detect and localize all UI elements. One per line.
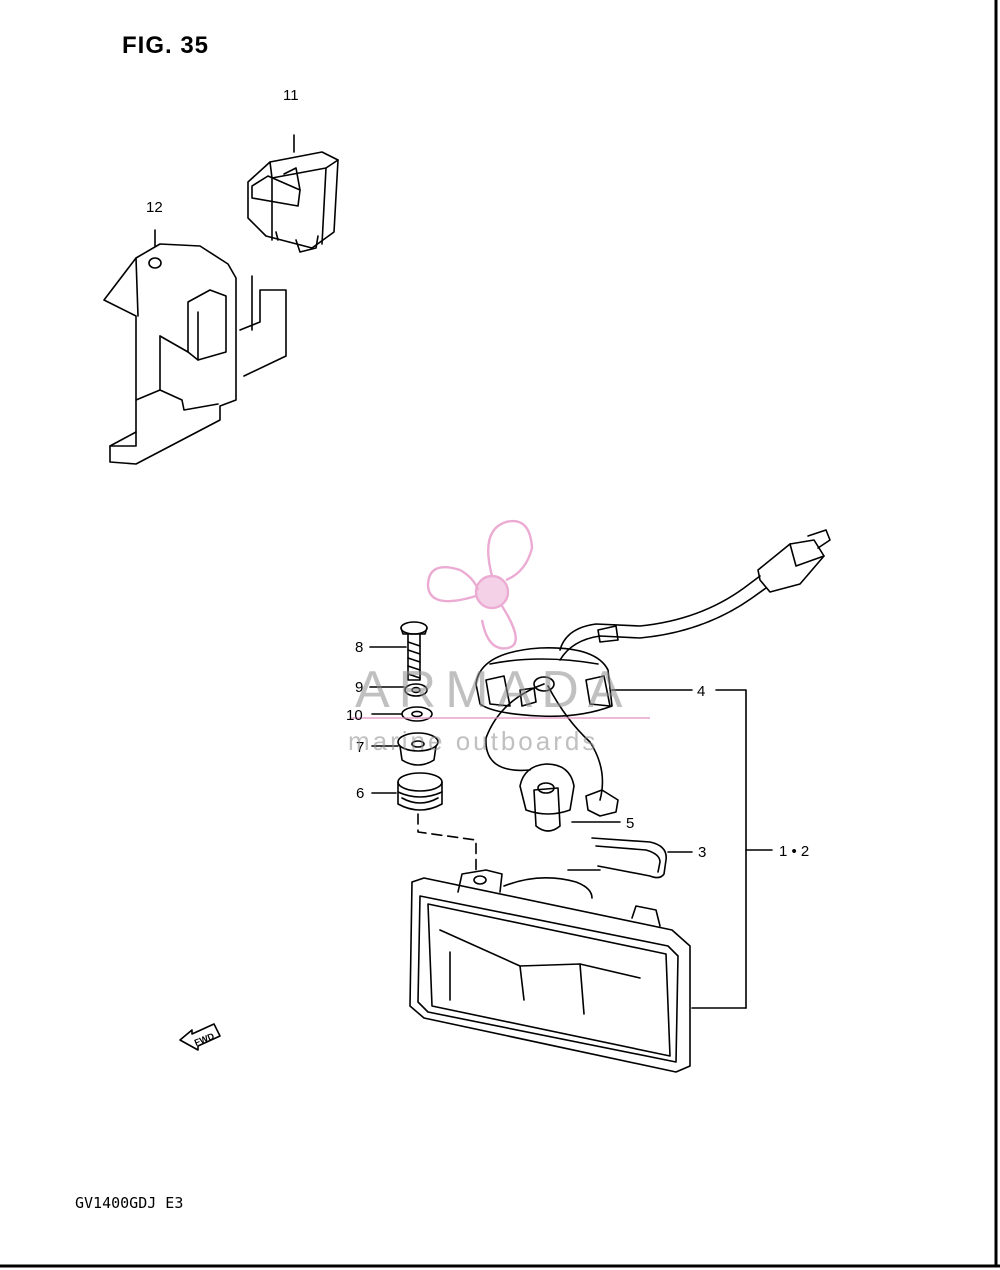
group-bracket-line	[715, 689, 747, 1009]
collar-part-7	[371, 732, 439, 766]
bulb-part-5	[519, 763, 621, 832]
fwd-label: FWD	[193, 1031, 216, 1048]
callout-9: 9	[355, 679, 363, 696]
model-code: GV1400GDJ E3	[75, 1194, 184, 1212]
figure-title: FIG. 35	[122, 32, 210, 59]
watermark-tagline: marine outboards	[348, 726, 599, 756]
callout-4: 4	[697, 683, 705, 700]
callout-12: 12	[146, 199, 163, 216]
callout-7: 7	[356, 739, 364, 756]
washer-part-10	[371, 706, 433, 722]
socket-harness-part-4	[475, 529, 831, 801]
relay-unit-part-11	[247, 134, 339, 253]
watermark-propeller-icon	[426, 519, 534, 650]
grommet-part-6	[371, 772, 477, 873]
bracket-part-12	[103, 229, 287, 465]
callout-3: 3	[698, 844, 706, 861]
callout-1-2: 1 • 2	[779, 843, 809, 860]
callout-11: 11	[283, 87, 299, 104]
spring-clip-part-3	[591, 837, 693, 879]
callout-5: 5	[626, 815, 634, 832]
callout-10: 10	[346, 707, 363, 724]
callout-6: 6	[356, 785, 364, 802]
headlight-assembly-part-1-2	[409, 869, 747, 1073]
screw-part-8	[369, 621, 428, 681]
watermark-brand: ARMADA	[355, 661, 632, 719]
callout-8: 8	[355, 639, 363, 656]
washer-part-9	[369, 683, 428, 697]
fwd-direction-arrow	[179, 1023, 221, 1051]
